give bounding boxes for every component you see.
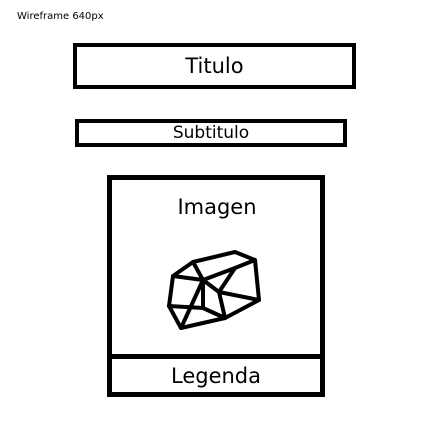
title-label: Titulo: [185, 54, 244, 78]
subtitle-label: Subtitulo: [172, 123, 250, 143]
image-placeholder: Imagen Legenda: [107, 175, 325, 397]
subtitle-placeholder: Subtitulo: [75, 119, 347, 147]
image-label: Imagen: [177, 195, 257, 219]
legend-placeholder: Legenda: [112, 354, 320, 392]
cube-sketch-icon: [167, 250, 261, 330]
title-placeholder: Titulo: [73, 43, 356, 89]
legend-label: Legenda: [170, 363, 261, 388]
wireframe-caption: Wireframe 640px: [17, 11, 104, 22]
